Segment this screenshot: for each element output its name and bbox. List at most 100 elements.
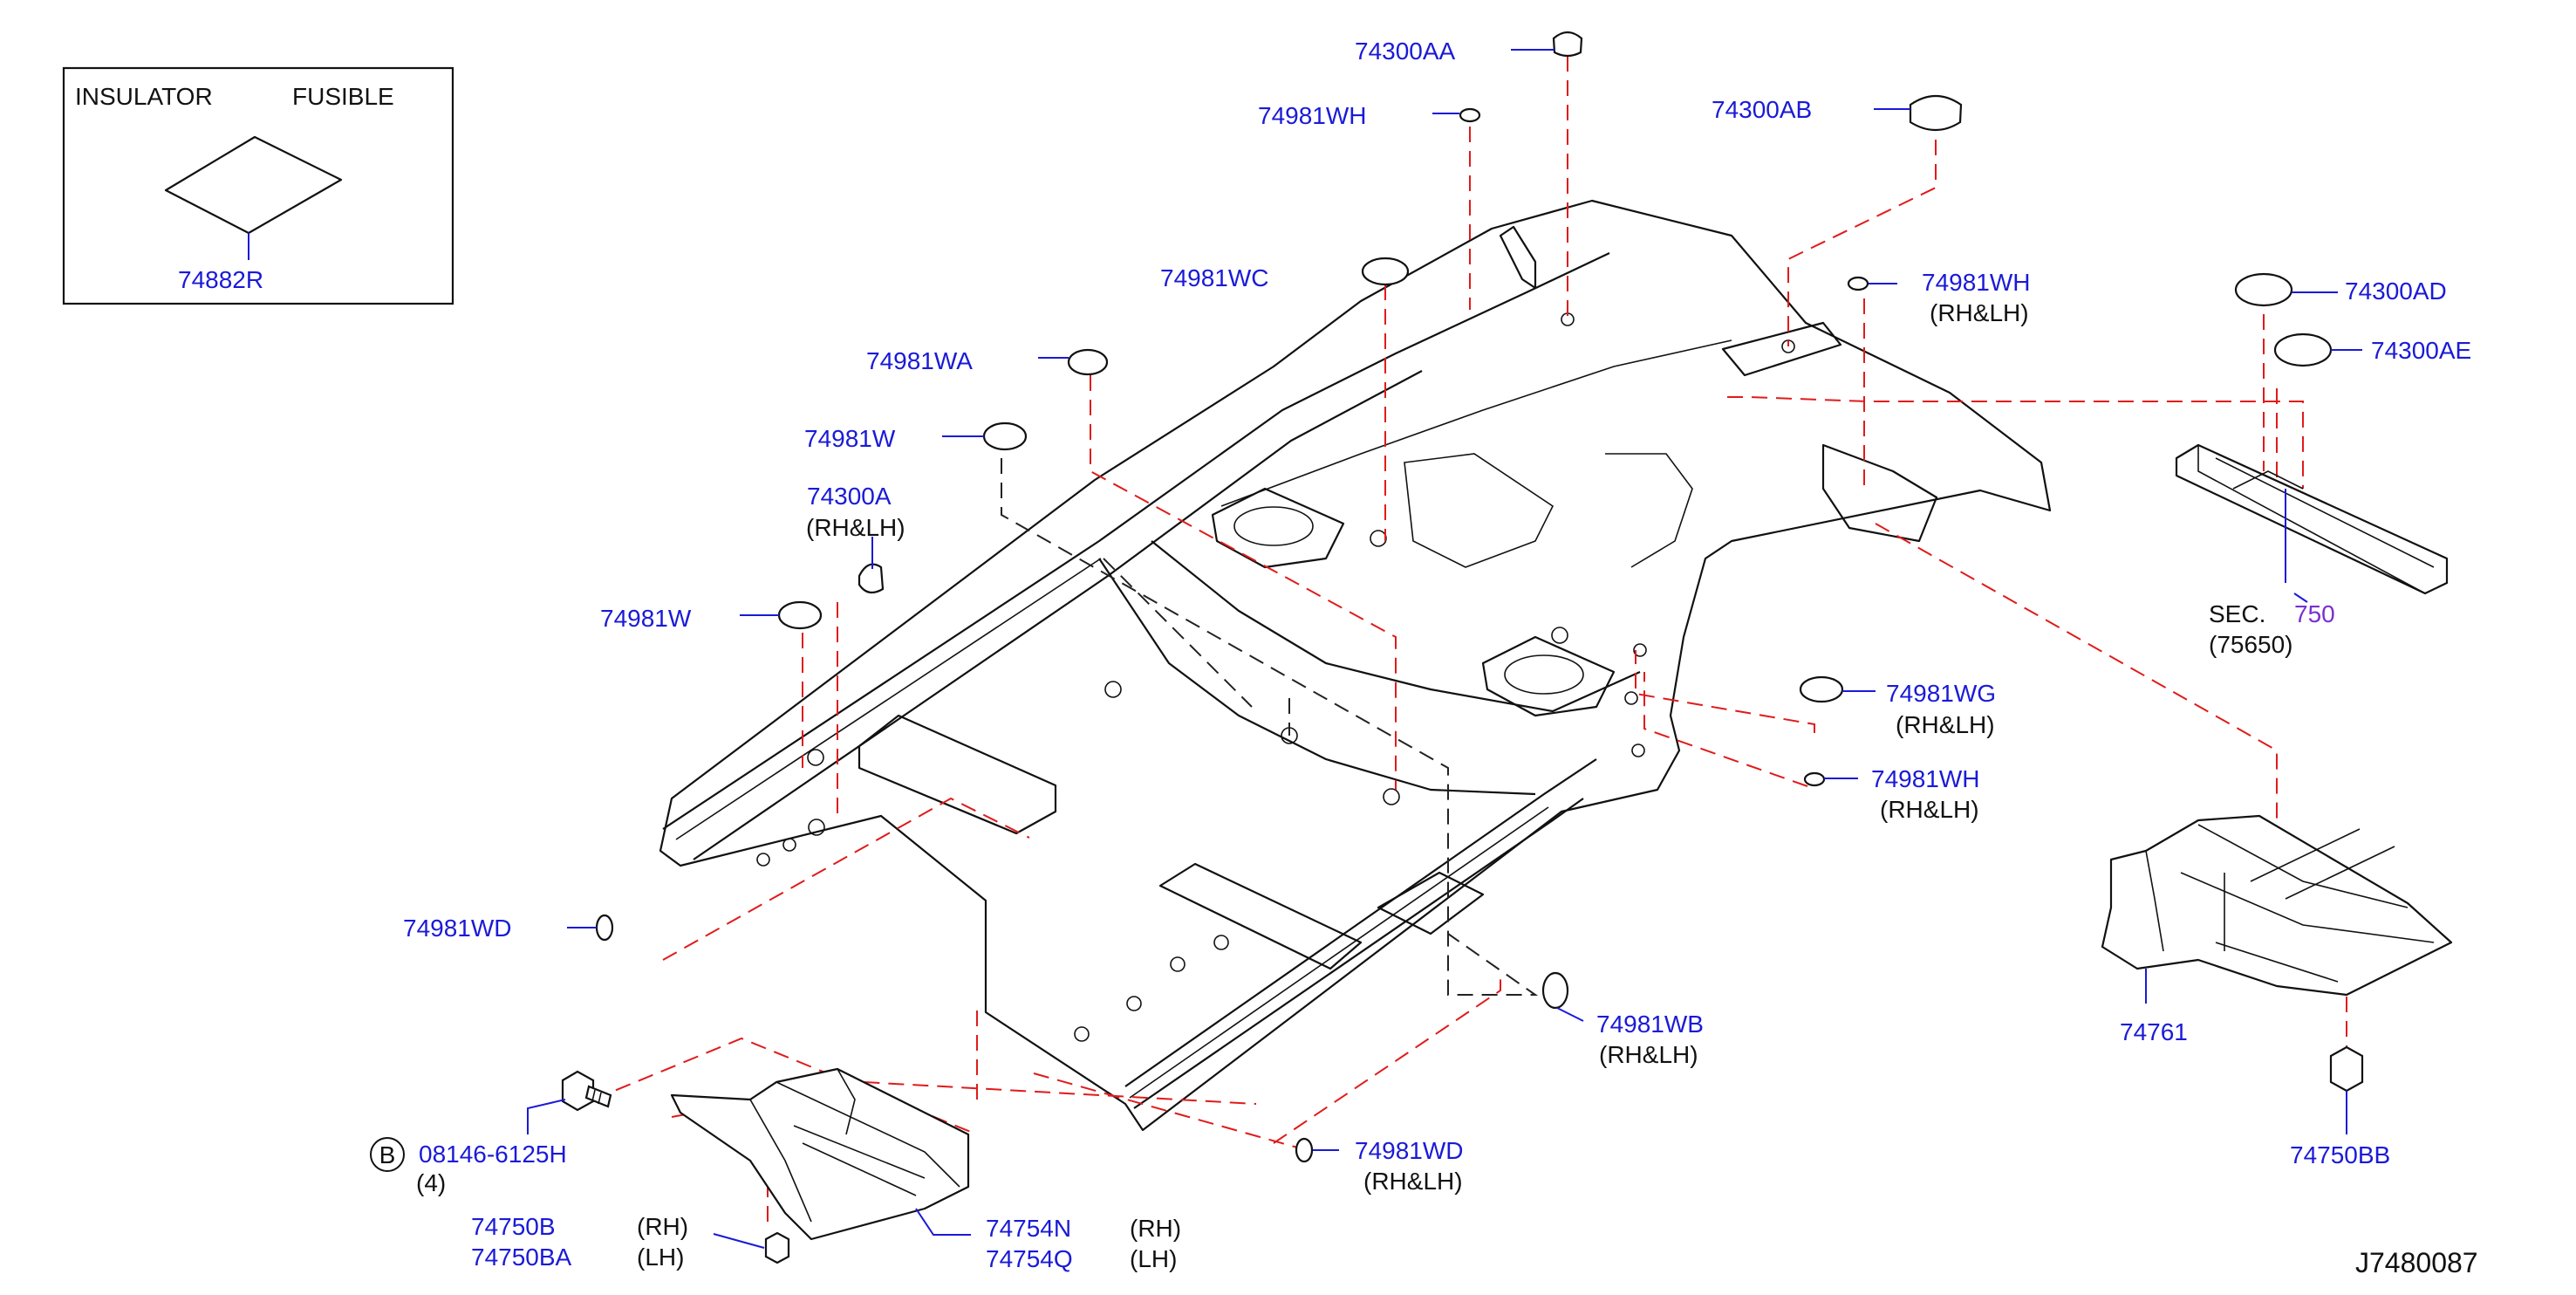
part-74300AA[interactable]: 74300AA: [1355, 38, 1456, 65]
note-74981WD-bottom: (RH&LH): [1363, 1168, 1463, 1195]
side-cross-member: [1377, 871, 1485, 935]
sec-750-member-shape: [2175, 443, 2449, 595]
sec-750-link[interactable]: 750: [2294, 600, 2335, 627]
hole: [1104, 681, 1122, 698]
hole: [1633, 643, 1647, 657]
part-icons: [561, 31, 2364, 1264]
part-74981WD-bottom[interactable]: 74981WD: [1355, 1137, 1464, 1164]
rear-wheelhouse: [1605, 453, 1693, 568]
side-74750BA: (LH): [637, 1244, 684, 1271]
part-74754Q[interactable]: 74754Q: [986, 1245, 1073, 1272]
hole: [808, 819, 825, 836]
plug-74300AA-icon: [1552, 31, 1583, 58]
part-08146-6125H[interactable]: 08146-6125H: [419, 1141, 567, 1168]
note-74981WH-right: (RH&LH): [1930, 299, 2029, 326]
part-74981WB[interactable]: 74981WB: [1596, 1011, 1704, 1038]
hole: [1370, 530, 1387, 547]
sec-prefix: SEC.: [2209, 600, 2265, 627]
inset-fusible-label: FUSIBLE: [292, 83, 394, 110]
part-74981WH-mid[interactable]: 74981WH: [1871, 765, 1980, 792]
insulator-74754-shape: [670, 1067, 970, 1241]
side-74754N: (RH): [1130, 1215, 1181, 1242]
diagram-id: J7480087: [2355, 1247, 2478, 1278]
bolt-08146-icon: [561, 1070, 612, 1112]
hole: [1170, 956, 1186, 972]
plug-74300AD-icon: [2234, 272, 2293, 307]
floor-outline: [659, 199, 2052, 1132]
part-74981WH-top[interactable]: 74981WH: [1258, 102, 1367, 129]
bolt-qty: (4): [416, 1169, 446, 1196]
part-74981WC[interactable]: 74981WC: [1160, 264, 1269, 291]
insulator-inset: INSULATOR FUSIBLE 74882R: [62, 66, 454, 305]
side-74750B: (RH): [637, 1213, 688, 1240]
insulator-74754: [670, 1067, 970, 1241]
sec-750-member: [2175, 443, 2449, 595]
part-74300A[interactable]: 74300A: [807, 483, 892, 510]
part-74981WG[interactable]: 74981WG: [1886, 680, 1996, 707]
mid-cross-member: [1158, 862, 1363, 970]
seat-hole-right: [1504, 654, 1584, 695]
seat-pan-right: [1481, 635, 1616, 717]
hole: [1624, 691, 1638, 705]
part-74754N[interactable]: 74754N: [986, 1215, 1071, 1242]
part-74981WA[interactable]: 74981WA: [866, 347, 973, 374]
hole: [1126, 996, 1142, 1011]
black-callout-lines: [1001, 458, 1539, 996]
part-74300AD[interactable]: 74300AD: [2345, 278, 2447, 305]
part-74750B[interactable]: 74750B: [471, 1213, 556, 1240]
hole: [807, 749, 824, 766]
seal-74981WH-right-icon: [1847, 276, 1869, 291]
rear-recess-pad: [1721, 321, 1842, 377]
seal-74981WH-mid-icon: [1803, 771, 1826, 787]
pad-74981WB-icon: [1541, 971, 1569, 1010]
seal-74981WD-left-icon: [595, 914, 614, 942]
hole: [1551, 627, 1568, 644]
part-74300AB[interactable]: 74300AB: [1712, 96, 1812, 123]
tunnel-ridge: [1151, 540, 1641, 713]
hole: [1074, 1026, 1090, 1042]
hole: [756, 853, 770, 867]
part-74750BA[interactable]: 74750BA: [471, 1244, 572, 1271]
hole: [1213, 935, 1229, 950]
front-cross-member: [858, 714, 1057, 835]
floor-panel: [659, 199, 2052, 1132]
left-sill-inner: [662, 252, 1610, 830]
note-74981WH-mid: (RH&LH): [1880, 796, 1979, 823]
tunnel-rear: [1220, 339, 1732, 507]
note-74981WG: (RH&LH): [1896, 711, 1995, 738]
insulator-pad-shape: [164, 135, 343, 235]
bolt-symbol: B: [379, 1141, 396, 1168]
nut-74750BB-icon: [2329, 1045, 2364, 1093]
part-74981W-lower[interactable]: 74981W: [600, 605, 692, 632]
bolt-symbol-circle: [370, 1137, 405, 1172]
seal-74981WD-bottom-icon: [1295, 1137, 1314, 1163]
hole: [782, 838, 796, 852]
rear-bracket: [1499, 225, 1537, 290]
part-74761[interactable]: 74761: [2120, 1018, 2188, 1045]
part-74981W-upper[interactable]: 74981W: [804, 425, 896, 452]
left-sill-edge: [693, 370, 1423, 860]
seat-hole-left: [1233, 506, 1314, 546]
pad-74981W-lower-icon: [777, 600, 823, 630]
plug-74300AB-icon: [1909, 95, 1963, 132]
insulator-74761: [2101, 814, 2453, 997]
nut-74750B-icon: [764, 1231, 790, 1264]
right-sill-edge: [1124, 758, 1597, 1087]
right-sill-inner: [1133, 798, 1584, 1109]
part-74750BB[interactable]: 74750BB: [2290, 1141, 2390, 1168]
part-74300AE[interactable]: 74300AE: [2371, 337, 2471, 364]
inset-insulator-label: INSULATOR: [75, 83, 213, 110]
part-74981WH-right[interactable]: 74981WH: [1922, 269, 2031, 296]
hole: [1781, 339, 1795, 353]
part-74882R[interactable]: 74882R: [178, 266, 263, 293]
part-labels: 74300AA 74981WH 74300AB 74981WC 74981WH …: [370, 38, 2478, 1278]
hole: [1383, 788, 1400, 805]
part-74981WD-left[interactable]: 74981WD: [403, 915, 512, 942]
plug-74300A-icon: [858, 563, 885, 594]
sec-ref: (75650): [2209, 631, 2293, 658]
hole: [1631, 743, 1645, 757]
side-74754Q: (LH): [1130, 1245, 1177, 1272]
rear-floor-recess: [1404, 453, 1554, 568]
insulator-74761-shape: [2101, 814, 2453, 997]
pad-74981WG-icon: [1799, 675, 1844, 703]
